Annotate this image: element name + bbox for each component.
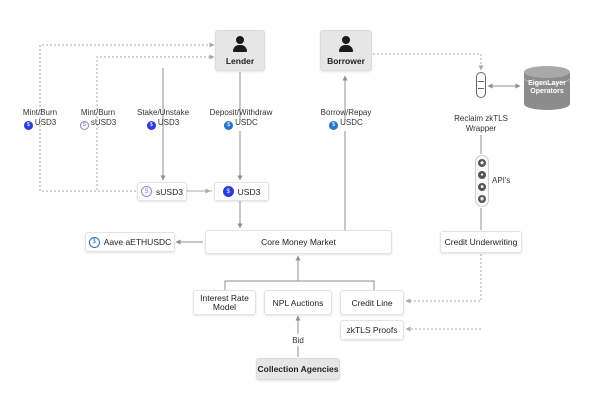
database-icon: [523, 66, 571, 110]
npl-auctions-label: NPL Auctions: [272, 297, 324, 308]
collection-agencies-node[interactable]: Collection Agencies: [256, 358, 340, 380]
api-icon: ●: [478, 171, 486, 179]
usdc-token-icon: $: [224, 120, 234, 130]
usd3-token-icon: $: [23, 120, 33, 130]
wrapper-cylinder-icon: [476, 72, 486, 98]
credit-underwriting-node[interactable]: Credit Underwriting: [440, 231, 522, 253]
api-stack: ◆ ● ■ ◉: [475, 155, 489, 207]
core-label: Core Money Market: [261, 237, 336, 247]
credit-line-label: Credit Line: [351, 297, 393, 308]
s-token-icon: S: [79, 120, 89, 130]
usdc-token-icon: $: [329, 120, 339, 130]
aave-label: Aave aETHUSDC: [103, 237, 172, 247]
interest-rate-label: Interest Rate Model: [200, 292, 249, 312]
zktls-proofs-node[interactable]: zkTLS Proofs: [340, 320, 404, 340]
stake-label: Stake/Unstake $USD3: [136, 108, 190, 130]
core-money-market-node[interactable]: Core Money Market: [205, 230, 392, 254]
aave-node[interactable]: $ Aave aETHUSDC: [85, 232, 175, 252]
lender-node[interactable]: Lender: [215, 30, 265, 71]
susd3-node[interactable]: S sUSD3: [137, 182, 187, 201]
eigenlayer-label: EigenLayer Operators: [528, 80, 566, 95]
borrow-label: Borrow/Repay $USDC: [320, 108, 372, 130]
borrower-wrapper-line: [373, 53, 484, 71]
s-token-icon: S: [141, 186, 153, 197]
collection-agencies-label: Collection Agencies: [257, 364, 339, 374]
lender-label: Lender: [225, 55, 255, 66]
borrower-label: Borrower: [327, 55, 365, 66]
credit-line-node[interactable]: Credit Line: [340, 290, 404, 315]
aave-token-icon: $: [88, 236, 100, 248]
susd3-label: sUSD3: [156, 186, 183, 197]
usd3-token-icon: $: [146, 120, 156, 130]
api-icon: ◆: [478, 159, 486, 167]
reclaim-label: Reclaim zkTLS Wrapper: [454, 114, 508, 133]
interest-rate-model-node[interactable]: Interest Rate Model: [193, 290, 256, 315]
zktls-proofs-label: zkTLS Proofs: [346, 325, 398, 335]
user-icon: [338, 35, 354, 52]
api-icon: ■: [478, 183, 486, 191]
mint-burn-usd3-label: Mint/Burn $USD3: [22, 108, 58, 130]
user-icon: [232, 35, 248, 52]
deposit-label: Deposit/Withdraw $USDC: [209, 108, 273, 130]
borrower-node[interactable]: Borrower: [320, 30, 372, 71]
eigenlayer-operators-node[interactable]: EigenLayer Operators: [522, 64, 572, 112]
npl-auctions-node[interactable]: NPL Auctions: [264, 290, 332, 315]
api-icon: ◉: [478, 195, 486, 203]
usd3-token-icon: $: [222, 186, 234, 197]
underwriting-creditline-line: [405, 254, 482, 304]
bid-label: Bid: [292, 336, 304, 345]
submodules-bus: [224, 280, 375, 290]
mint-burn-susd3-line: [96, 54, 215, 192]
apis-label: API's: [492, 176, 511, 185]
credit-underwriting-label: Credit Underwriting: [444, 237, 518, 247]
usd3-label: USD3: [237, 186, 261, 197]
usd3-node[interactable]: $ USD3: [214, 182, 269, 201]
